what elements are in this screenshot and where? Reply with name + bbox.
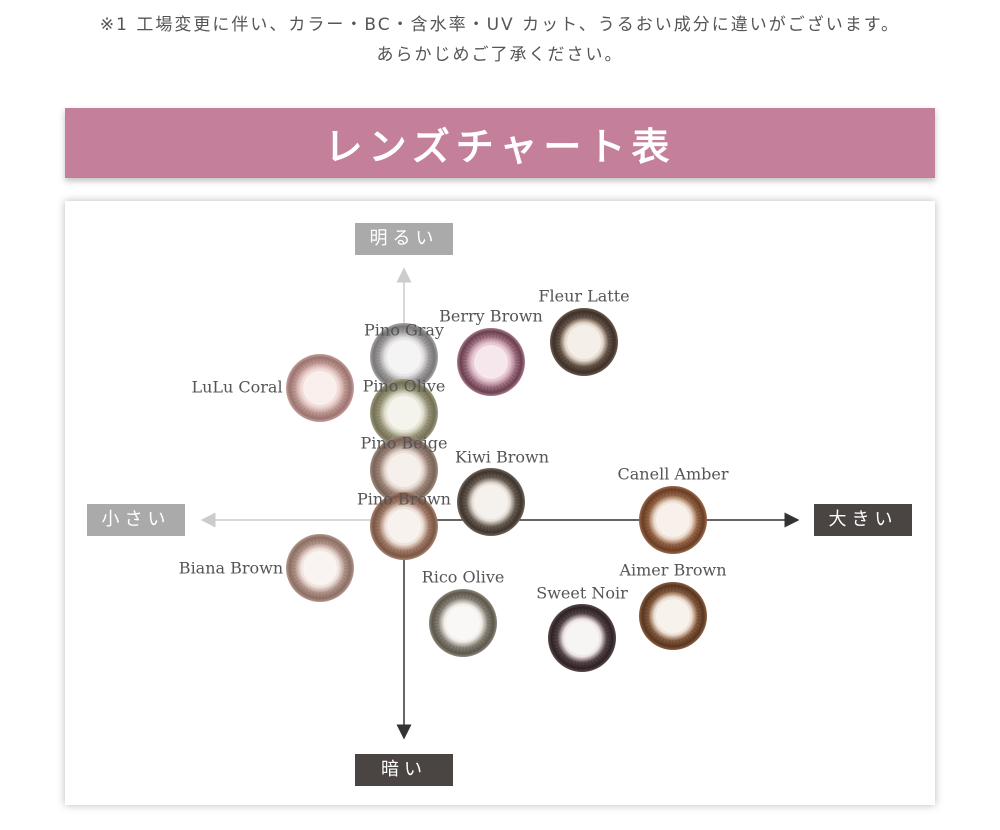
lens-label-pino-olive: Pino Olive — [362, 376, 446, 396]
lens-pupil-canell-amber — [656, 503, 690, 537]
lens-berry-brown — [457, 328, 525, 396]
lens-label-pino-beige: Pino Beige — [360, 433, 448, 453]
lens-rico-olive — [429, 589, 497, 657]
lens-biana-brown — [286, 534, 354, 602]
lens-canell-amber — [639, 486, 707, 554]
lens-pupil-pino-beige — [387, 453, 421, 487]
axis-label-small: 小さい — [87, 504, 185, 536]
notice-line-1: ※1 工場変更に伴い、カラー・BC・含水率・UV カット、うるおい成分に違いがご… — [99, 15, 901, 35]
lens-texture-canell-amber — [642, 489, 704, 551]
lens-texture-berry-brown — [460, 331, 522, 393]
lens-texture-fleur-latte — [553, 311, 615, 373]
lens-pupil-biana-brown — [303, 551, 337, 585]
lens-pino-olive — [370, 379, 438, 447]
lens-pupil-lulu-coral — [303, 371, 337, 405]
lens-label-biana-brown: Biana Brown — [178, 558, 284, 578]
lens-texture-lulu-coral — [289, 357, 351, 419]
lens-texture-aimer-brown — [642, 585, 704, 647]
lens-texture-kiwi-brown — [460, 471, 522, 533]
lens-label-sweet-noir: Sweet Noir — [536, 583, 628, 603]
lens-label-canell-amber: Canell Amber — [617, 464, 729, 484]
lens-pupil-pino-gray — [387, 340, 421, 374]
chart-title-banner: レンズチャート表 — [65, 108, 935, 178]
axis-label-large: 大きい — [814, 504, 912, 536]
lens-pupil-rico-olive — [446, 606, 480, 640]
lens-pupil-berry-brown — [474, 345, 508, 379]
lens-pupil-pino-brown — [387, 509, 421, 543]
notice-line-2: あらかじめご了承ください。 — [376, 45, 624, 65]
lens-label-rico-olive: Rico Olive — [421, 567, 505, 587]
lens-label-berry-brown: Berry Brown — [439, 306, 543, 326]
lens-pupil-fleur-latte — [567, 325, 601, 359]
lens-label-pino-gray: Pino Gray — [364, 320, 444, 340]
lens-label-aimer-brown: Aimer Brown — [619, 560, 727, 580]
lens-label-kiwi-brown: Kiwi Brown — [454, 447, 550, 467]
lens-lulu-coral — [286, 354, 354, 422]
lens-texture-rico-olive — [432, 592, 494, 654]
lens-pino-brown — [370, 492, 438, 560]
lens-label-pino-brown: Pino Brown — [357, 489, 451, 509]
lens-texture-sweet-noir — [551, 607, 613, 669]
lens-pupil-aimer-brown — [656, 599, 690, 633]
lens-aimer-brown — [639, 582, 707, 650]
lens-sweet-noir — [548, 604, 616, 672]
lens-kiwi-brown — [457, 468, 525, 536]
chart-title: レンズチャート表 — [324, 124, 676, 169]
axis-label-bright: 明るい — [355, 223, 453, 255]
lens-pupil-kiwi-brown — [474, 485, 508, 519]
axis-label-dark: 暗い — [355, 754, 453, 786]
lens-fleur-latte — [550, 308, 618, 376]
lens-pupil-sweet-noir — [565, 621, 599, 655]
lens-pupil-pino-olive — [387, 396, 421, 430]
lens-label-lulu-coral: LuLu Coral — [191, 377, 283, 397]
lens-texture-pino-brown — [373, 495, 435, 557]
lens-texture-biana-brown — [289, 537, 351, 599]
lens-label-fleur-latte: Fleur Latte — [538, 286, 630, 306]
